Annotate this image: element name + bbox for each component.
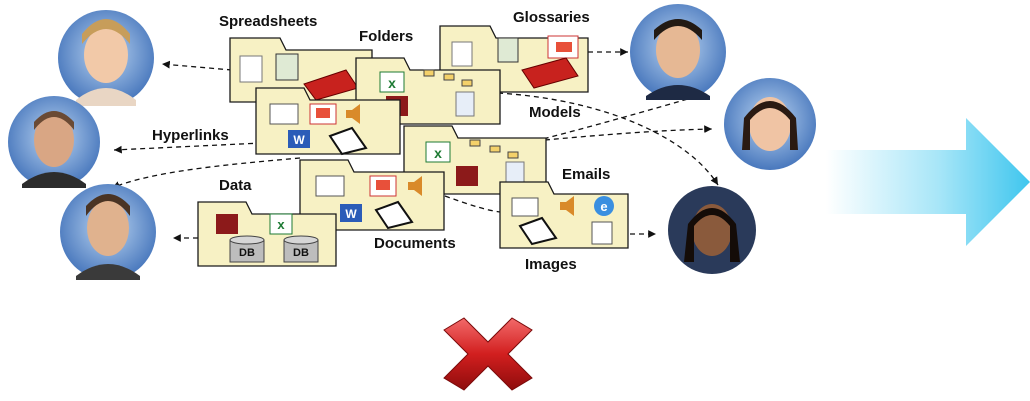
connector bbox=[444, 195, 511, 217]
connector bbox=[113, 142, 263, 154]
person-avatar-1 bbox=[58, 10, 154, 106]
person-avatar-6 bbox=[668, 186, 756, 274]
folder-documents: W bbox=[299, 159, 445, 231]
user-model-icon bbox=[455, 91, 475, 117]
person-avatar-5 bbox=[724, 78, 816, 170]
label-spreadsheets: Spreadsheets bbox=[219, 13, 318, 30]
pages-icon bbox=[497, 37, 519, 63]
label-images: Images bbox=[525, 256, 577, 273]
speaker-icon bbox=[408, 176, 422, 196]
label-emails: Emails bbox=[562, 166, 611, 183]
book-icon bbox=[521, 57, 579, 89]
label-data: Data bbox=[219, 177, 252, 194]
svg-text:x: x bbox=[388, 75, 396, 91]
excel-icon bbox=[379, 71, 405, 93]
browser-icon bbox=[594, 196, 614, 216]
folder-emails: e bbox=[499, 181, 629, 249]
flow-icon bbox=[423, 69, 473, 87]
db-label-1: DB bbox=[239, 247, 255, 259]
label-glossaries: Glossaries bbox=[513, 9, 590, 26]
database-icon-1 bbox=[229, 235, 265, 263]
svg-text:W: W bbox=[345, 207, 357, 221]
speaker-icon bbox=[346, 104, 360, 124]
access-icon bbox=[456, 166, 478, 186]
person-avatar-2 bbox=[8, 96, 100, 188]
folder-hyperlinks: W bbox=[255, 87, 401, 156]
word-icon bbox=[288, 130, 310, 148]
excel-icon bbox=[269, 213, 293, 235]
label-documents: Documents bbox=[374, 235, 456, 252]
email-icon bbox=[269, 103, 299, 125]
folder-data: x DB DB bbox=[197, 201, 337, 267]
images-icon bbox=[328, 126, 368, 156]
document-icon bbox=[239, 55, 263, 83]
connector bbox=[161, 60, 233, 71]
db-label-2: DB bbox=[293, 247, 309, 259]
red-x-icon bbox=[443, 317, 533, 391]
film-icon bbox=[591, 221, 613, 245]
svg-text:W: W bbox=[293, 133, 305, 147]
pages-icon bbox=[275, 53, 299, 81]
connector bbox=[544, 125, 713, 141]
speaker-icon bbox=[560, 196, 574, 216]
connector bbox=[497, 92, 719, 186]
svg-text:x: x bbox=[277, 217, 285, 232]
svg-text:x: x bbox=[434, 145, 442, 161]
person-avatar-3 bbox=[60, 184, 156, 280]
images-icon bbox=[374, 200, 414, 230]
access-icon bbox=[216, 214, 238, 234]
label-hyperlinks: Hyperlinks bbox=[152, 127, 229, 144]
svg-text:e: e bbox=[600, 199, 607, 214]
flow-icon bbox=[469, 139, 519, 159]
email-icon bbox=[315, 175, 345, 197]
database-icon-2 bbox=[283, 235, 319, 263]
word-icon bbox=[340, 204, 362, 222]
connector bbox=[111, 157, 301, 189]
label-folders: Folders bbox=[359, 28, 414, 45]
right-arrow-icon bbox=[826, 118, 1030, 246]
images-icon bbox=[518, 216, 558, 246]
folder-spreadsheets bbox=[229, 37, 373, 103]
excel-icon bbox=[425, 141, 451, 163]
email-icon bbox=[511, 197, 539, 217]
document-icon bbox=[451, 41, 473, 67]
label-models: Models bbox=[529, 104, 581, 121]
person-avatar-4 bbox=[630, 4, 726, 100]
